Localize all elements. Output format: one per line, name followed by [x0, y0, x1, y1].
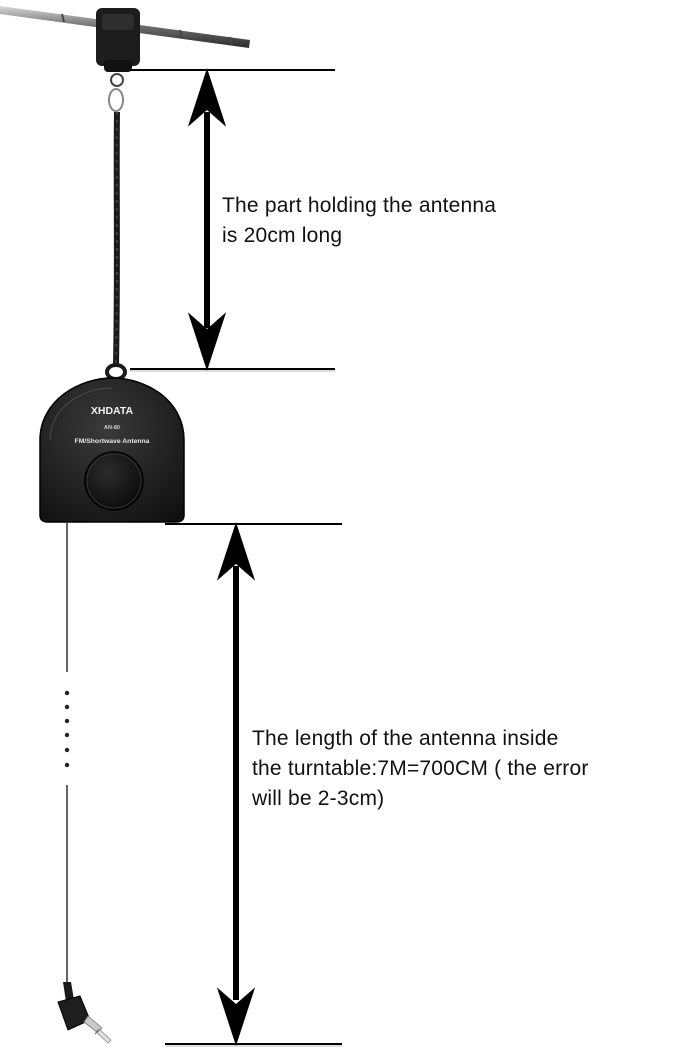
continuation-dot: [64, 690, 70, 696]
holder-cord: [105, 73, 127, 381]
cable-dimension: [165, 522, 342, 1047]
cable-caption-line1: The length of the antenna inside: [252, 727, 559, 750]
cable-caption-line3: will be 2-3cm): [252, 787, 385, 810]
holder-caption-line2: is 20cm long: [222, 224, 343, 247]
continuation-dot: [64, 747, 70, 753]
holder-dimension: [130, 68, 335, 372]
reel-knob: [84, 451, 144, 511]
holder-caption-line1: The part holding the antenna: [222, 194, 497, 217]
brand-label: XHDATA: [91, 405, 134, 417]
holder-length-caption: The part holding the antenna is 20cm lon…: [222, 191, 496, 251]
telescopic-antenna-icon: [0, 6, 250, 72]
continuation-dot: [64, 718, 70, 724]
cable-length-caption: The length of the antenna inside the tur…: [252, 724, 589, 814]
model-label: AN-80: [104, 425, 120, 431]
continuation-dot: [64, 704, 70, 710]
double-arrow-icon: [187, 68, 227, 371]
continuation-dot: [64, 732, 70, 738]
antenna-reel-icon: XHDATA AN-80 FM/Shortwave Antenna: [39, 377, 185, 523]
antenna-wire: [64, 523, 70, 982]
product-name-label: FM/Shortwave Antenna: [75, 438, 150, 445]
audio-plug-icon: [57, 982, 112, 1044]
double-arrow-icon: [216, 522, 256, 1046]
cable-caption-line2: the turntable:7M=700CM ( the error: [252, 757, 589, 780]
continuation-dot: [64, 762, 70, 768]
